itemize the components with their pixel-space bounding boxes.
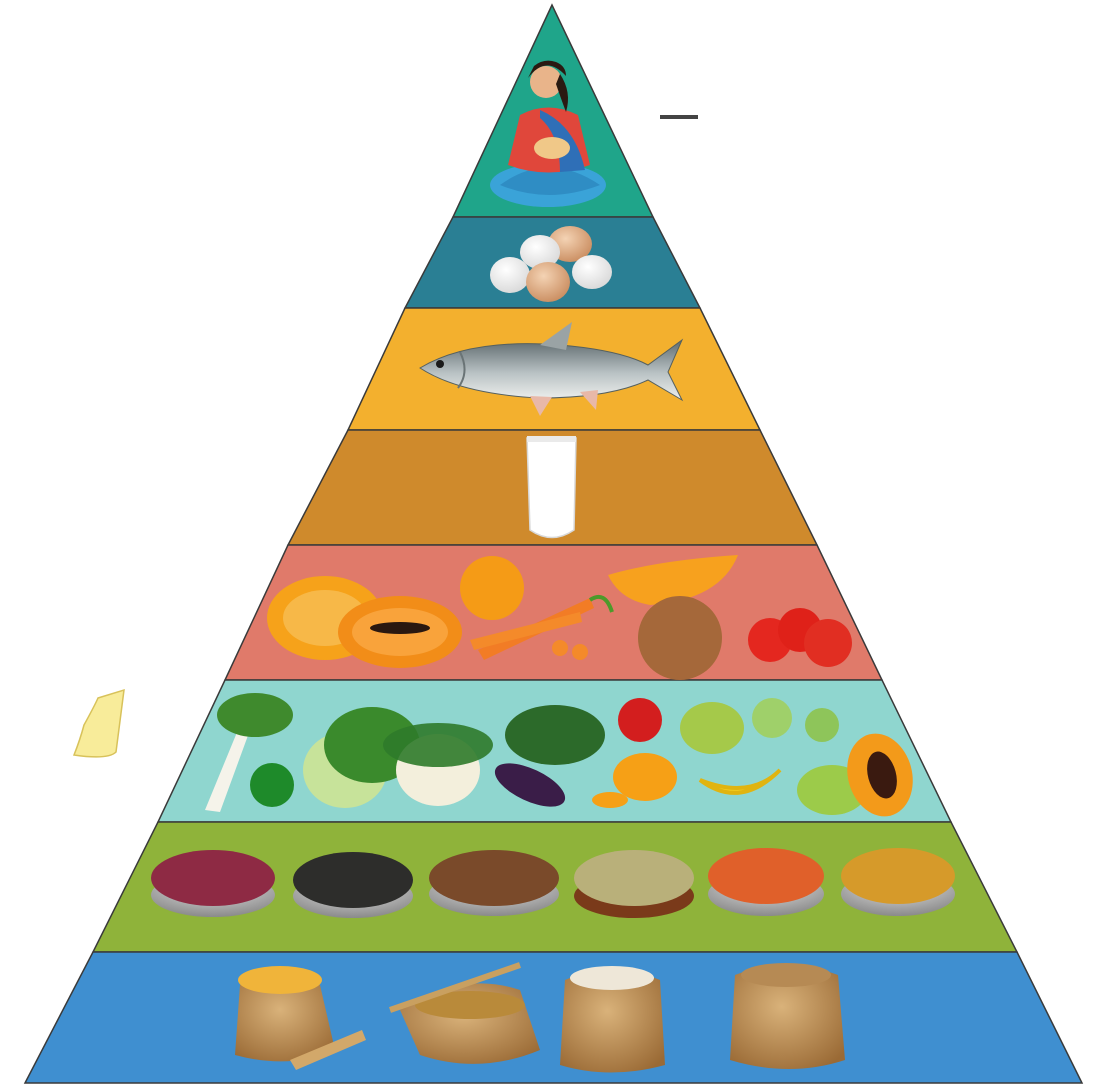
sticky-note (74, 690, 124, 757)
milk-glass-icon (527, 436, 576, 538)
dash-mark (660, 115, 698, 119)
tier-cereals-grains (25, 952, 1082, 1083)
